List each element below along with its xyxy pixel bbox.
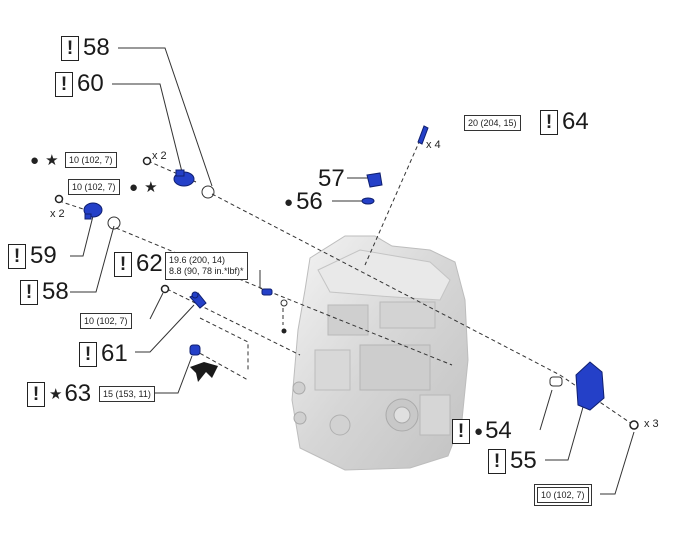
o-ring-icon — [107, 216, 121, 230]
part-55-cover-icon — [575, 361, 605, 411]
quantity-59: x 2 — [50, 208, 65, 220]
callout-number: 55 — [510, 447, 537, 474]
callout-number: 64 — [562, 108, 589, 135]
blue-parts — [83, 125, 605, 411]
callout-58-top: ! 58 — [61, 34, 110, 62]
callout-58-low: ! 58 — [20, 278, 69, 306]
torque-spec-64: 20 (204, 15) — [464, 115, 521, 131]
bolt-icon — [629, 420, 639, 430]
callout-64: ! 64 — [540, 108, 589, 136]
callout-59: ! 59 — [8, 242, 57, 270]
quantity-upper-left: x 2 — [152, 150, 167, 162]
part-62-sensor-icon — [261, 288, 273, 296]
part-56-gasket-icon — [361, 197, 375, 205]
torque-group-upper-left: ● ★ — [30, 151, 59, 169]
callout-number: 60 — [77, 70, 104, 97]
part-59-vvt-valve-icon — [83, 202, 103, 220]
part-64-bolt-icon — [417, 125, 429, 145]
torque-spec-62: 19.6 (200, 14) 8.8 (90, 78 in.*lbf)* — [165, 252, 248, 280]
quantity-55: x 3 — [644, 418, 659, 430]
leader-lines — [70, 47, 635, 495]
callout-57: 57 — [318, 165, 345, 192]
dot-icon — [281, 328, 287, 334]
warning-icon: ! — [79, 341, 97, 367]
dot-icon: ● — [30, 151, 40, 169]
callout-number: 58 — [83, 34, 110, 61]
warning-icon: ! — [27, 381, 45, 407]
torque-spec-55: 10 (102, 7) — [534, 484, 592, 506]
warning-icon: ! — [540, 109, 558, 135]
bolt-icon — [54, 194, 64, 204]
callout-60: ! 60 — [55, 70, 104, 98]
callout-number: 62 — [136, 250, 163, 277]
torque-line-2: 8.8 (90, 78 in.*lbf)* — [169, 266, 244, 276]
part-60-vvt-valve-icon — [173, 169, 195, 187]
warning-icon: ! — [114, 251, 132, 277]
callout-number: 59 — [30, 242, 57, 269]
warning-icon: ! — [8, 243, 26, 269]
direction-arrow-icon — [190, 362, 218, 382]
star-icon: ★ — [144, 179, 158, 196]
callout-62: ! 62 — [114, 250, 163, 278]
callout-number: 63 — [64, 380, 92, 407]
engine-block — [291, 235, 469, 471]
star-icon: ★ — [49, 386, 63, 403]
torque-group-mid-left: ● ★ — [129, 178, 158, 196]
callout-56: ● 56 — [284, 188, 323, 216]
washer-icon — [280, 299, 288, 307]
o-ring-icon — [201, 185, 215, 199]
torque-spec-mid-left: 10 (102, 7) — [68, 179, 120, 195]
callout-55: ! 55 — [488, 447, 537, 475]
dot-icon: ● — [129, 178, 139, 196]
warning-icon: ! — [20, 279, 38, 305]
torque-spec-61: 10 (102, 7) — [80, 313, 132, 329]
callout-number: 61 — [101, 340, 128, 367]
callout-61: ! 61 — [79, 340, 128, 368]
bolt-icon — [142, 156, 152, 166]
part-63-sensor-icon — [189, 344, 201, 356]
dot-icon: ● — [284, 193, 294, 211]
torque-line-1: 19.6 (200, 14) — [169, 255, 226, 265]
warning-icon: ! — [55, 71, 73, 97]
part-61-sensor-icon — [189, 291, 207, 309]
quantity-64: x 4 — [426, 139, 441, 151]
torque-spec-upper-left: 10 (102, 7) — [65, 152, 117, 168]
hardware-parts — [54, 156, 639, 430]
callout-number: 54 — [485, 417, 512, 444]
bolt-icon — [160, 284, 170, 294]
callout-54: ! ● 54 — [452, 417, 512, 445]
callout-number: 56 — [296, 188, 323, 215]
torque-spec-63: 15 (153, 11) — [99, 386, 155, 402]
warning-icon: ! — [488, 448, 506, 474]
warning-icon: ! — [61, 35, 79, 61]
dot-icon: ● — [474, 422, 484, 440]
star-icon: ★ — [45, 152, 59, 169]
o-ring-icon — [549, 376, 563, 387]
callout-number: 58 — [42, 278, 69, 305]
part-57-cap-icon — [366, 172, 383, 188]
warning-icon: ! — [452, 418, 470, 444]
callout-63: ! ★ 63 — [27, 380, 91, 408]
